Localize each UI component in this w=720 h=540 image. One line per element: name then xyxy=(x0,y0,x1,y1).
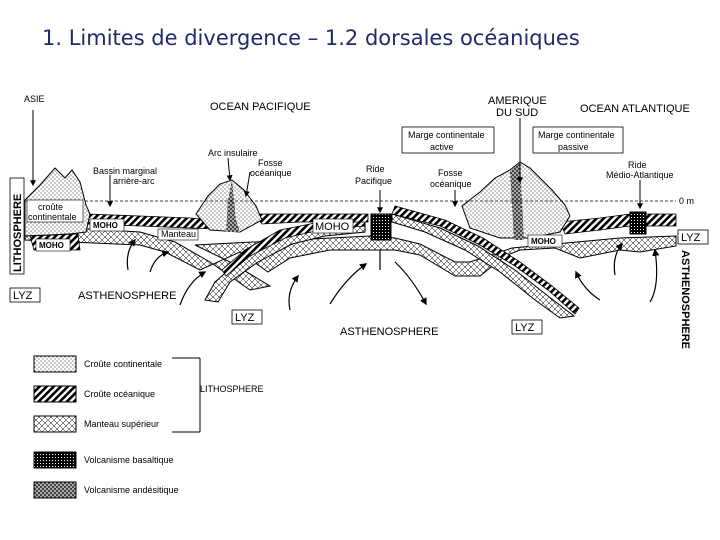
label-trench2-2: océanique xyxy=(430,179,472,189)
label-trench-1: Fosse xyxy=(258,158,283,168)
label-pointers xyxy=(30,110,643,433)
lithosphere-vertical-box xyxy=(9,177,25,275)
label-moho-3: MOHO xyxy=(315,221,350,233)
active-margin-box xyxy=(401,126,495,154)
label-back-arc-2: arrière-arc xyxy=(113,176,155,186)
label-zero-metre: 0 m xyxy=(679,196,694,206)
label-pacific-ridge-1: Ride xyxy=(366,164,385,174)
label-back-arc-1: Bassin marginal xyxy=(93,166,157,176)
label-lyz-2: LYZ xyxy=(235,312,255,324)
moho-box-3 xyxy=(312,218,354,234)
legend-swatch-basalt xyxy=(33,451,77,469)
label-asthenosphere-vertical: ASTHENOSPHERE xyxy=(679,250,691,349)
label-lyz-1: LYZ xyxy=(13,290,33,302)
legend: Croûte continentale Croûte océanique Man… xyxy=(33,355,264,499)
atlantic-ridge-volcanism xyxy=(629,211,647,235)
legend-label-continental: Croûte continentale xyxy=(84,359,162,369)
legend-label-oceanic: Croûte océanique xyxy=(84,389,155,399)
label-active-margin-1: Marge continentale xyxy=(408,130,485,140)
moho-box-4 xyxy=(527,234,563,248)
label-moho-1: MOHO xyxy=(93,221,118,230)
island-arc xyxy=(195,179,263,233)
label-manteau: Manteau xyxy=(161,229,196,239)
label-croute-2: continentale xyxy=(28,212,77,222)
label-trench-2: océanique xyxy=(250,168,292,178)
manteau-box xyxy=(157,228,199,241)
continental-crust-label-box xyxy=(26,199,84,223)
label-atlantic-ridge-1: Ride xyxy=(628,160,647,170)
moho-box-2 xyxy=(35,238,71,252)
label-island-arc: Arc insulaire xyxy=(208,148,258,158)
lyz-box-1 xyxy=(9,287,41,303)
pacific-ridge-volcanism xyxy=(370,213,392,241)
legend-label-andesite: Volcanisme andésitique xyxy=(84,485,179,495)
label-trench2-1: Fosse xyxy=(438,168,463,178)
moho-box-1 xyxy=(89,218,125,232)
convection-arrows xyxy=(126,238,660,311)
label-lithosphere-vertical: LITHOSPHERE xyxy=(12,194,24,272)
legend-swatch-andesite xyxy=(33,481,77,499)
legend-label-lithosphere: LITHOSPHERE xyxy=(200,384,264,394)
label-atlantic-ocean: OCEAN ATLANTIQUE xyxy=(580,103,690,115)
label-lyz-4: LYZ xyxy=(681,232,701,244)
legend-swatch-mantle xyxy=(33,415,77,433)
slide-title: 1. Limites de divergence – 1.2 dorsales … xyxy=(42,26,580,50)
label-moho-4: MOHO xyxy=(531,237,556,246)
label-asthenosphere-1: ASTHENOSPHERE xyxy=(78,290,176,302)
label-asia: ASIE xyxy=(24,94,45,104)
label-pacific-ridge-2: Pacifique xyxy=(355,176,392,186)
lyz-box-4 xyxy=(677,229,709,245)
legend-swatch-oceanic xyxy=(33,385,77,403)
lyz-box-3 xyxy=(511,319,543,335)
label-atlantic-ridge-2: Médio-Atlantique xyxy=(606,170,674,180)
label-croute-1: croûte xyxy=(38,202,63,212)
legend-label-basalt: Volcanisme basaltique xyxy=(84,455,174,465)
lyz-box-2 xyxy=(231,309,263,325)
legend-swatch-continental xyxy=(33,355,77,373)
label-asthenosphere-2: ASTHENOSPHERE xyxy=(340,326,438,338)
label-lyz-3: LYZ xyxy=(515,322,535,334)
upper-mantle-layer xyxy=(24,224,677,291)
legend-label-mantle: Manteau supérieur xyxy=(84,419,159,429)
label-pacific-ocean: OCEAN PACIFIQUE xyxy=(210,101,311,113)
label-passive-margin-1: Marge continentale xyxy=(538,130,615,140)
label-passive-margin-2: passive xyxy=(558,142,589,152)
label-south-america-2: DU SUD xyxy=(496,107,538,119)
subducting-slab-east xyxy=(391,205,580,319)
label-south-america-1: AMERIQUE xyxy=(488,95,547,107)
label-moho-2: MOHO xyxy=(39,241,64,250)
label-active-margin-2: active xyxy=(430,142,454,152)
passive-margin-box xyxy=(532,126,624,154)
